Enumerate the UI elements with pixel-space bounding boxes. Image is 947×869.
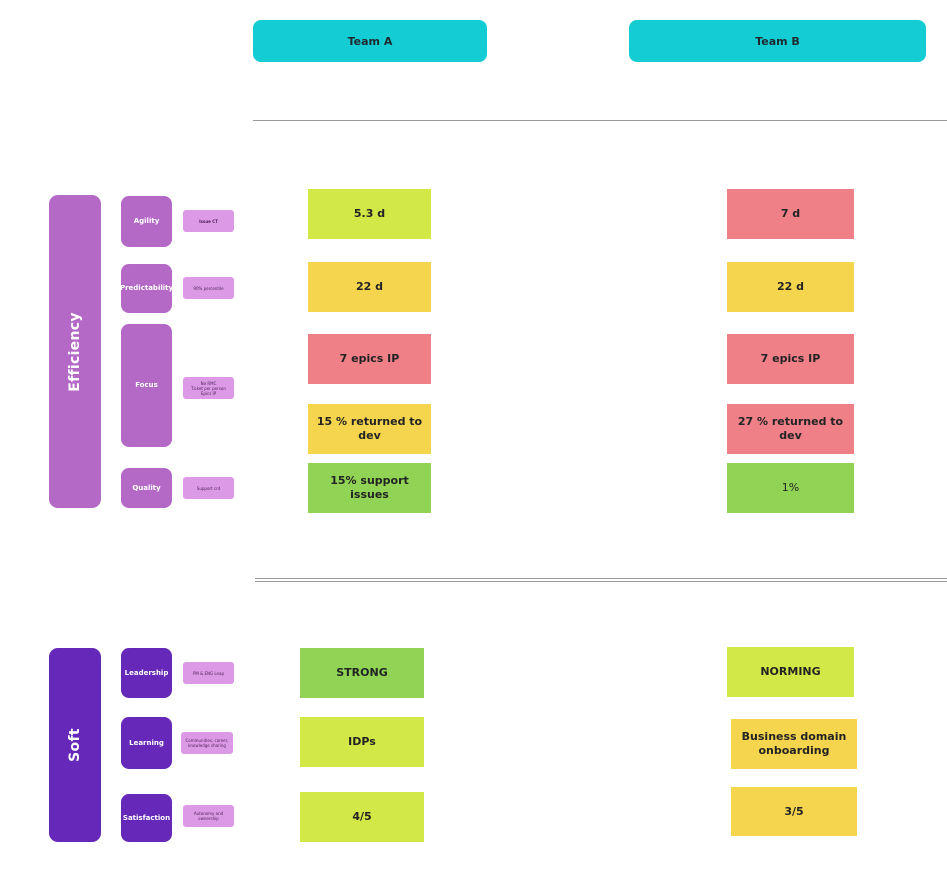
team-b-header: Team B	[629, 20, 926, 62]
metric-leadership: Leadership	[121, 648, 172, 698]
note-leadership: PM & ENG Leap	[183, 662, 234, 684]
team-a-focus-value: 7 epics IP	[308, 334, 431, 384]
note-quality: Support cnt	[183, 477, 234, 499]
metric-learning: Learning	[121, 717, 172, 769]
team-a-leadership-value: STRONG	[300, 648, 424, 698]
metric-quality: Quality	[121, 468, 172, 508]
team-b-satisfaction-value: 3/5	[731, 787, 857, 836]
team-b-focus-value: 7 epics IP	[727, 334, 854, 384]
metric-satisfaction: Satisfaction	[121, 794, 172, 842]
team-a-learning-value: IDPs	[300, 717, 424, 767]
team-b-leadership-value: NORMING	[727, 647, 854, 697]
section-divider-top	[255, 578, 947, 579]
note-learning: Communities, career, knowledge sharing	[181, 732, 233, 754]
team-b-learning-value: Business domain onboarding	[731, 719, 857, 769]
note-predictability: 90% percentile	[183, 277, 234, 299]
team-b-predictability-value: 22 d	[727, 262, 854, 312]
team-b-returned-value: 27 % returned to dev	[727, 404, 854, 454]
team-a-quality-value: 15% support issues	[308, 463, 431, 513]
note-satisfaction: Autonomy and ownership	[183, 805, 234, 827]
metric-agility: Agility	[121, 196, 172, 247]
section-divider-bottom	[255, 581, 947, 582]
team-b-quality-value: 1%	[727, 463, 854, 513]
soft-group: Soft	[49, 648, 101, 842]
efficiency-group-label: Efficiency	[67, 311, 83, 392]
team-a-header: Team A	[253, 20, 487, 62]
header-divider	[253, 120, 947, 121]
team-a-predictability-value: 22 d	[308, 262, 431, 312]
team-b-agility-value: 7 d	[727, 189, 854, 239]
team-a-satisfaction-value: 4/5	[300, 792, 424, 842]
efficiency-group: Efficiency	[49, 195, 101, 508]
note-agility: Issue CT	[183, 210, 234, 232]
metric-predictability: Predictability	[120, 264, 173, 313]
team-a-returned-value: 15 % returned to dev	[308, 404, 431, 454]
team-a-agility-value: 5.3 d	[308, 189, 431, 239]
soft-group-label: Soft	[67, 728, 83, 762]
metric-focus: Focus	[121, 324, 172, 447]
note-focus: No RMC Ticket per person Epics IP	[183, 377, 234, 399]
